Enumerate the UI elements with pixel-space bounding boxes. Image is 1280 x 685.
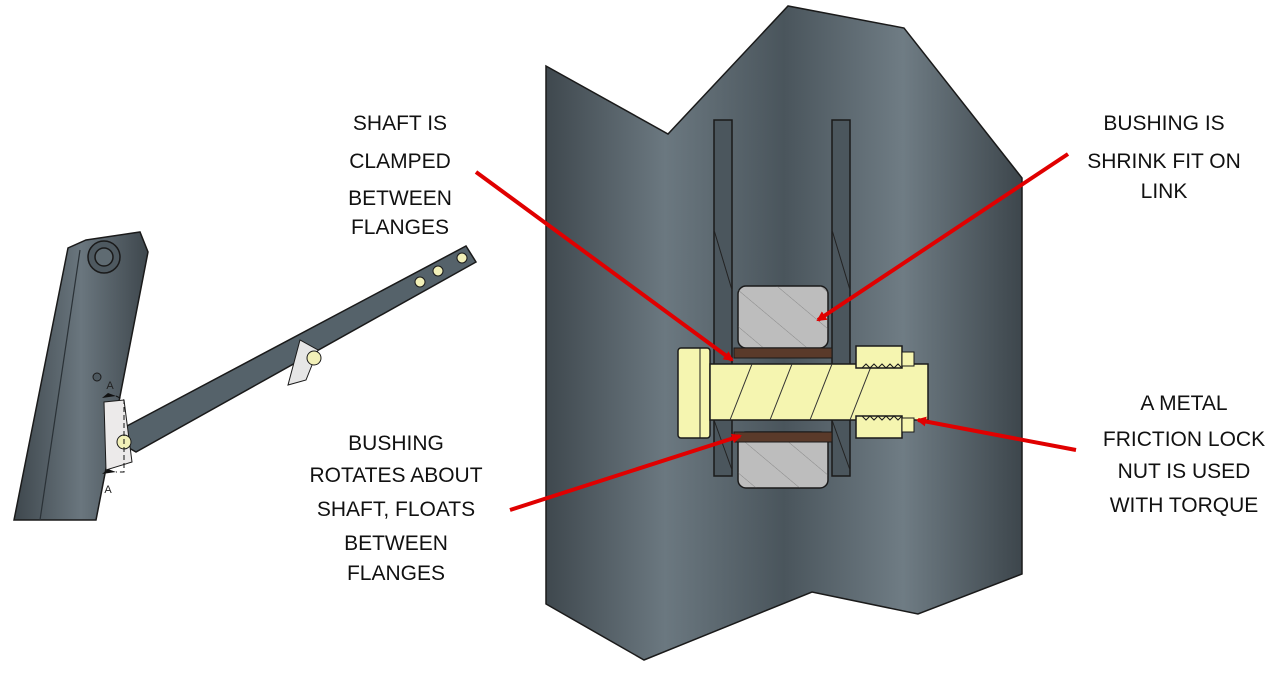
shank-hatch-2	[769, 363, 793, 421]
callout-nut-line-4: WITH TORQUE	[1110, 494, 1259, 517]
link-hole-2	[432, 265, 444, 277]
callout-rotates-line-4: BETWEEN	[344, 532, 448, 555]
shank-hatch-1	[729, 363, 753, 421]
section-label-top: A	[106, 380, 114, 392]
tube-body	[13, 231, 149, 521]
assembly-overview: A A	[13, 231, 478, 521]
arrow-bushing-rotates	[509, 433, 742, 512]
callout-bushing-rotates: BUSHING ROTATES ABOUT SHAFT, FLOATS BETW…	[309, 432, 482, 585]
washer-lower	[733, 431, 833, 443]
callout-rotates-line-1: BUSHING	[348, 432, 444, 455]
arrow-bushing-shrink	[816, 152, 1070, 322]
bolt-head	[677, 347, 711, 439]
washer-upper	[733, 347, 833, 359]
section-arrow-bottom	[102, 469, 116, 474]
nut-tab-upper	[901, 351, 915, 367]
callout-nut-line-3: NUT IS USED	[1118, 460, 1251, 483]
tube-edge	[39, 249, 81, 521]
callout-rotates-line-5: FLANGES	[347, 562, 445, 585]
nut-threads	[861, 363, 903, 421]
callout-rotates-line-3: SHAFT, FLOATS	[317, 498, 475, 521]
link-mid-pin	[306, 350, 322, 366]
shank-hatch-3	[809, 363, 833, 421]
flange-diag-3	[831, 229, 851, 291]
link-hole-1	[414, 276, 426, 288]
callout-shrink-line-1: BUSHING IS	[1103, 112, 1224, 135]
callout-shaft-line-2: CLAMPED	[349, 150, 451, 173]
lock-nut-lower	[855, 415, 903, 439]
section-arrow-top	[102, 393, 116, 398]
arrow-lock-nut	[916, 416, 1077, 452]
link-joint-notch	[287, 339, 319, 386]
callout-arrows	[474, 152, 1077, 512]
callout-shaft-clamped: SHAFT IS CLAMPED BETWEEN FLANGES	[348, 112, 452, 239]
callout-lock-nut: A METAL FRICTION LOCK NUT IS USED WITH T…	[1103, 392, 1265, 517]
flange-diag-2	[713, 419, 733, 471]
nut-tab-lower	[901, 417, 915, 433]
shank-threads-end	[849, 363, 873, 421]
callout-shaft-line-1: SHAFT IS	[353, 112, 447, 135]
callout-shrink-line-2: SHRINK FIT ON	[1087, 150, 1241, 173]
lock-nut-upper	[855, 345, 903, 369]
link-hole-3	[456, 252, 468, 264]
flange-diag-1	[713, 229, 733, 291]
right-flange	[831, 119, 851, 477]
flange-diag-4	[831, 419, 851, 471]
tube-pivot-inner	[94, 247, 114, 267]
section-line	[115, 395, 125, 473]
section-cut-region	[103, 399, 133, 471]
arrow-shaft-clamped	[474, 170, 734, 362]
section-view	[545, 5, 1023, 661]
bushing-upper-hatch	[738, 286, 828, 348]
small-screw	[92, 372, 102, 382]
callout-nut-line-1: A METAL	[1140, 392, 1227, 415]
left-flange	[713, 119, 733, 477]
callout-shaft-line-4: FLANGES	[351, 216, 449, 239]
bolt-shank	[709, 363, 929, 421]
callout-nut-line-2: FRICTION LOCK	[1103, 428, 1265, 451]
callout-shrink-line-3: LINK	[1141, 180, 1188, 203]
section-label-bottom: A	[104, 484, 112, 496]
callout-bushing-shrink: BUSHING IS SHRINK FIT ON LINK	[1087, 112, 1241, 203]
callout-shaft-line-3: BETWEEN	[348, 187, 452, 210]
callout-rotates-line-2: ROTATES ABOUT	[309, 464, 482, 487]
